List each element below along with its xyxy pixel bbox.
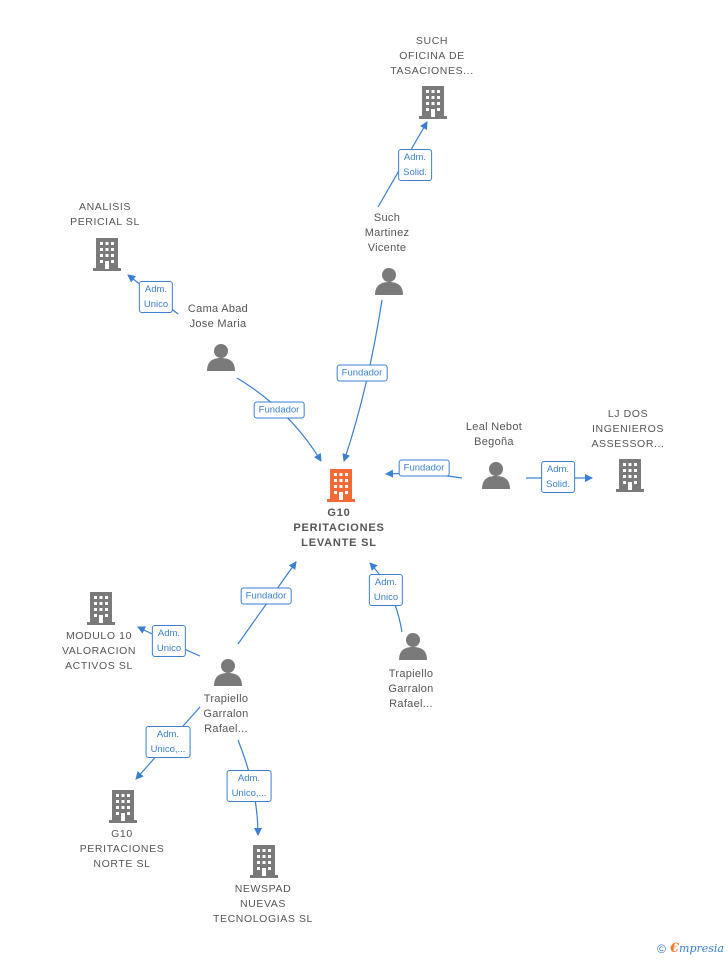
node-label: NEWSPAD NUEVAS TECNOLOGIAS SL xyxy=(212,883,314,925)
building-icon xyxy=(109,790,137,823)
node-label: Trapiello Garralon Rafael... xyxy=(203,693,249,735)
node-label: Such Martinez Vicente xyxy=(364,212,410,254)
person-icon xyxy=(214,659,242,686)
building-icon xyxy=(616,459,644,492)
edge-label-trap1-to-norte: Adm. Unico,... xyxy=(145,726,191,758)
node-label: G10 PERITACIONES LEVANTE SL xyxy=(293,507,385,549)
person-icon xyxy=(375,268,403,295)
building-icon xyxy=(419,86,447,119)
node-label: Cama Abad Jose Maria xyxy=(187,303,249,330)
edge-label-trap1-fundador: Fundador xyxy=(240,587,292,605)
node-leal-nebot[interactable]: Leal Nebot Begoña xyxy=(466,420,522,450)
edge-label-such-fundador: Fundador xyxy=(336,364,388,382)
person-icon xyxy=(399,633,427,660)
building-icon xyxy=(250,845,278,878)
node-g10-levante[interactable]: G10 PERITACIONES LEVANTE SL xyxy=(293,506,384,551)
brand-watermark: © €mpresia xyxy=(657,941,724,956)
node-trapiello-2[interactable]: Trapiello Garralon Rafael... xyxy=(388,667,433,712)
edge-label-trap2-to-g10: Adm. Unico xyxy=(368,574,404,606)
node-newspad[interactable]: NEWSPAD NUEVAS TECNOLOGIAS SL xyxy=(213,882,313,927)
node-label: Trapiello Garralon Rafael... xyxy=(388,668,434,710)
edge-label-such-to-oficina: Adm. Solid. xyxy=(398,149,432,181)
node-label: Leal Nebot Begoña xyxy=(465,421,523,448)
node-lj-dos[interactable]: LJ DOS INGENIEROS ASSESSOR... xyxy=(591,407,664,452)
brand-rest: mpresia xyxy=(679,942,724,955)
node-label: MODULO 10 VALORACION ACTIVOS SL xyxy=(61,630,137,672)
node-analisis-pericial[interactable]: ANALISIS PERICIAL SL xyxy=(70,200,140,230)
node-trapiello-1[interactable]: Trapiello Garralon Rafael... xyxy=(203,692,248,737)
node-g10-norte[interactable]: G10 PERITACIONES NORTE SL xyxy=(80,827,165,872)
building-icon xyxy=(93,238,121,271)
person-icon xyxy=(207,344,235,371)
edge-label-trap1-to-modulo: Adm. Unico xyxy=(151,625,187,657)
node-label: LJ DOS INGENIEROS ASSESSOR... xyxy=(591,408,665,450)
brand-initial: € xyxy=(669,941,680,956)
edge-label-leal-to-lj: Adm. Solid. xyxy=(541,461,575,493)
edge-label-cama-fundador: Fundador xyxy=(253,401,305,419)
edge-label-leal-fundador: Fundador xyxy=(398,459,450,477)
node-cama-abad[interactable]: Cama Abad Jose Maria xyxy=(188,302,248,332)
node-label: SUCH OFICINA DE TASACIONES... xyxy=(390,35,474,77)
person-icon xyxy=(482,462,510,489)
brand-logo: €mpresia xyxy=(670,941,724,956)
node-modulo10[interactable]: MODULO 10 VALORACION ACTIVOS SL xyxy=(62,629,136,674)
node-label: G10 PERITACIONES NORTE SL xyxy=(79,828,165,870)
building-icon xyxy=(87,592,115,625)
copyright-icon: © xyxy=(657,941,666,956)
edge-such-fundador xyxy=(342,299,383,462)
edge-label-cama-to-analisis: Adm. Unico xyxy=(138,281,174,313)
node-such-martinez[interactable]: Such Martinez Vicente xyxy=(365,211,410,256)
node-label: ANALISIS PERICIAL SL xyxy=(70,201,140,228)
edge-cama-fundador xyxy=(236,377,322,462)
node-such-oficina[interactable]: SUCH OFICINA DE TASACIONES... xyxy=(390,34,473,79)
edge-label-trap1-to-newspad: Adm. Unico,... xyxy=(226,770,272,802)
building-icon-main xyxy=(327,469,355,502)
